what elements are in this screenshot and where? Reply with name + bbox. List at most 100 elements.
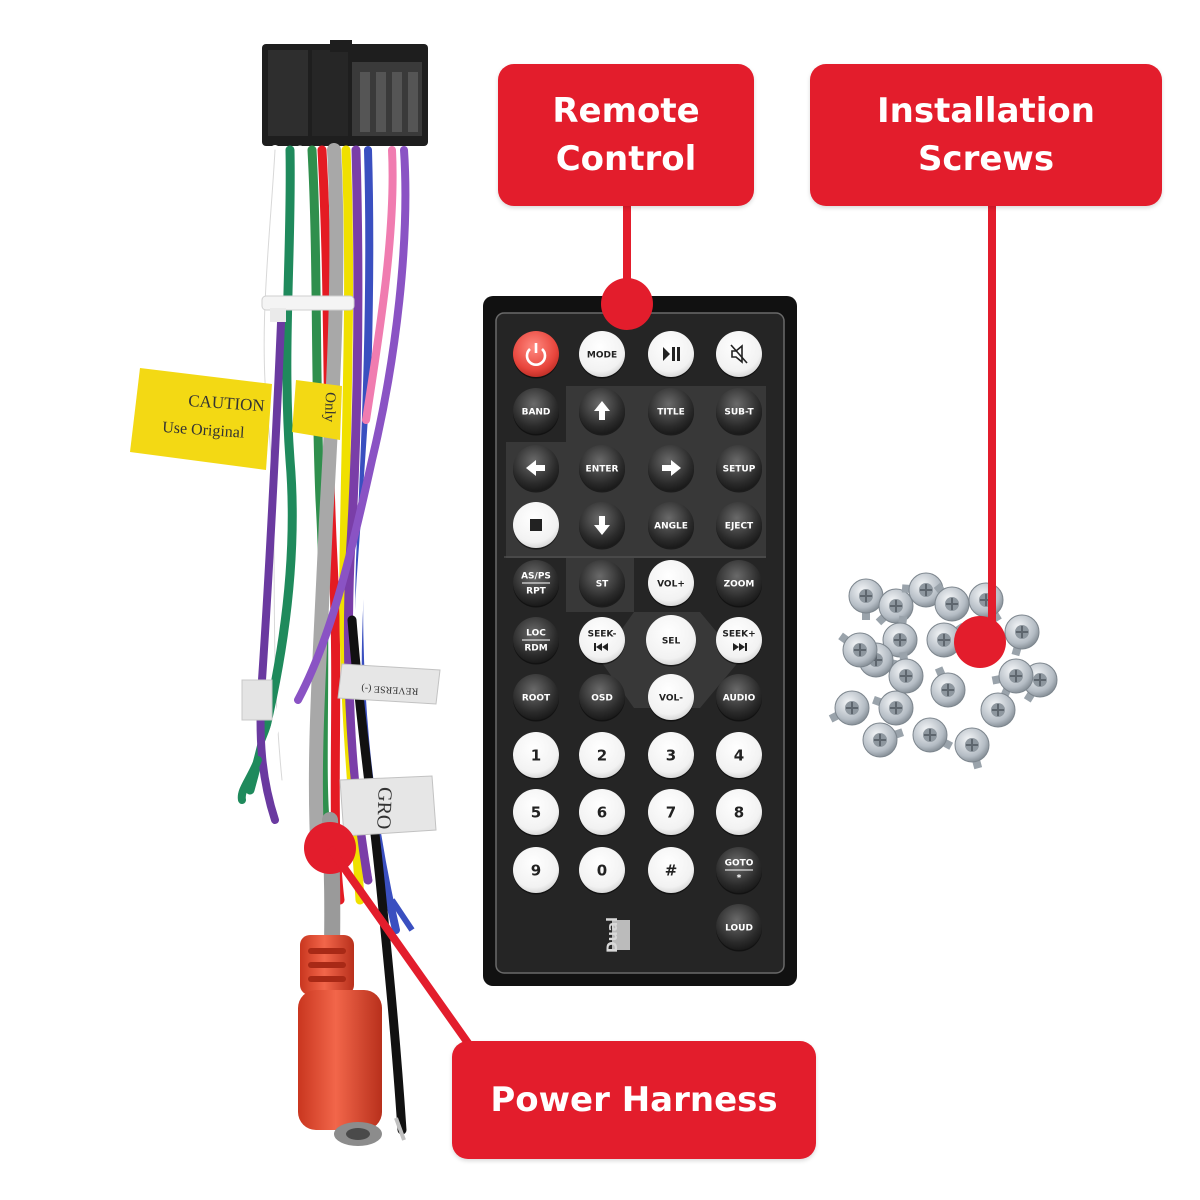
callout-power-line1: Power Harness bbox=[490, 1080, 778, 1120]
remote-label-zoom: ZOOM bbox=[724, 580, 755, 590]
remote-button-band[interactable]: BAND bbox=[513, 388, 559, 436]
remote-label-rdm: RDM bbox=[524, 644, 547, 654]
remote-label-hash: # bbox=[665, 862, 678, 880]
remote-button-root[interactable]: ROOT bbox=[513, 674, 559, 722]
callout-screws-line1: Installation bbox=[876, 91, 1095, 131]
remote-button-mute[interactable] bbox=[716, 331, 762, 379]
remote-label-goto: GOTO bbox=[725, 859, 754, 869]
remote-brand-logo: Dual bbox=[605, 917, 621, 953]
screw bbox=[930, 666, 966, 708]
remote-label-n5: 5 bbox=[531, 804, 541, 822]
remote-label-sel: SEL bbox=[662, 637, 681, 647]
remote-label-audio: AUDIO bbox=[723, 694, 756, 704]
remote-button-n2[interactable]: 2 bbox=[579, 732, 625, 780]
remote-label-angle: ANGLE bbox=[654, 522, 688, 532]
ground-tag-text: GRO bbox=[372, 787, 395, 830]
harness-connector bbox=[262, 40, 428, 146]
callout-power-harness: Power Harness bbox=[452, 1041, 816, 1159]
remote-label-subt: SUB-T bbox=[724, 408, 754, 418]
screw bbox=[980, 686, 1016, 728]
zip-tie bbox=[261, 295, 355, 311]
screw bbox=[901, 572, 944, 608]
callout-remote-line2: Control bbox=[555, 139, 697, 179]
skip-forward-icon bbox=[733, 643, 747, 651]
remote-button-voldown[interactable]: VOL- bbox=[648, 674, 694, 722]
remote-button-enter[interactable]: ENTER bbox=[579, 445, 625, 493]
remote-button-n9[interactable]: 9 bbox=[513, 847, 559, 895]
reverse-tag: REVERSE (-) bbox=[241, 663, 441, 721]
remote-control: Dual MODE BAND TITLE SUB-T ENTER SETUP ANGLE EJ… bbox=[483, 296, 797, 986]
remote-button-seekdown[interactable]: SEEK- bbox=[579, 617, 625, 665]
screw bbox=[888, 651, 924, 694]
remote-label-asps: AS/PS bbox=[521, 572, 551, 582]
remote-button-down[interactable] bbox=[579, 502, 625, 550]
arrow-down-icon bbox=[594, 516, 610, 535]
ground-tag: GRO bbox=[339, 775, 437, 837]
remote-label-st: ST bbox=[596, 580, 609, 590]
remote-button-zoom[interactable]: ZOOM bbox=[716, 560, 762, 608]
remote-label-seekup: SEEK+ bbox=[722, 630, 755, 640]
remote-label-n3: 3 bbox=[666, 747, 676, 765]
remote-button-goto[interactable]: GOTO * bbox=[716, 847, 762, 895]
remote-button-hash[interactable]: # bbox=[648, 847, 694, 895]
power-harness: CAUTION Use Original Only REVERSE (-) GR… bbox=[130, 40, 484, 1146]
remote-button-subt[interactable]: SUB-T bbox=[716, 388, 762, 436]
remote-button-right[interactable] bbox=[648, 445, 694, 493]
remote-button-seekup[interactable]: SEEK+ bbox=[716, 617, 762, 665]
screw bbox=[838, 632, 878, 668]
remote-label-mode: MODE bbox=[587, 351, 617, 361]
remote-label-n0: 0 bbox=[597, 862, 607, 880]
screw bbox=[1004, 614, 1040, 657]
mute-icon bbox=[730, 344, 748, 364]
remote-label-n8: 8 bbox=[734, 804, 744, 822]
arrow-left-icon bbox=[526, 460, 545, 476]
remote-label-loud: LOUD bbox=[725, 924, 753, 934]
rca-plug bbox=[298, 935, 382, 1146]
remote-button-n7[interactable]: 7 bbox=[648, 789, 694, 837]
screw bbox=[872, 690, 914, 726]
installation-screws bbox=[828, 572, 1058, 770]
remote-label-setup: SETUP bbox=[723, 465, 756, 475]
remote-label-n6: 6 bbox=[597, 804, 607, 822]
remote-button-osd[interactable]: OSD bbox=[579, 674, 625, 722]
remote-button-play[interactable] bbox=[648, 331, 694, 379]
reverse-tag-text: REVERSE (-) bbox=[361, 683, 418, 697]
remote-button-power[interactable] bbox=[513, 331, 559, 379]
power-harness-leader bbox=[326, 845, 484, 1063]
remote-button-sel[interactable]: SEL bbox=[646, 615, 696, 667]
remote-button-audio[interactable]: AUDIO bbox=[716, 674, 762, 722]
remote-label-n2: 2 bbox=[597, 747, 607, 765]
remote-button-n4[interactable]: 4 bbox=[716, 732, 762, 780]
screw bbox=[875, 588, 914, 626]
remote-label-star: * bbox=[737, 874, 742, 884]
remote-button-up[interactable] bbox=[579, 388, 625, 436]
remote-button-angle[interactable]: ANGLE bbox=[648, 502, 694, 550]
arrow-right-icon bbox=[662, 460, 681, 476]
remote-button-setup[interactable]: SETUP bbox=[716, 445, 762, 493]
screw bbox=[828, 690, 870, 726]
remote-button-n0[interactable]: 0 bbox=[579, 847, 625, 895]
arrow-up-icon bbox=[594, 401, 610, 420]
remote-button-n5[interactable]: 5 bbox=[513, 789, 559, 837]
remote-button-n8[interactable]: 8 bbox=[716, 789, 762, 837]
remote-button-n3[interactable]: 3 bbox=[648, 732, 694, 780]
remote-button-st[interactable]: ST bbox=[579, 560, 625, 608]
remote-button-eject[interactable]: EJECT bbox=[716, 502, 762, 550]
remote-button-loud[interactable]: LOUD bbox=[716, 904, 762, 952]
callout-installation-screws: Installation Screws bbox=[810, 64, 1162, 206]
remote-label-eject: EJECT bbox=[725, 522, 754, 532]
remote-button-title[interactable]: TITLE bbox=[648, 388, 694, 436]
remote-button-n1[interactable]: 1 bbox=[513, 732, 559, 780]
remote-pin bbox=[601, 278, 653, 330]
remote-button-n6[interactable]: 6 bbox=[579, 789, 625, 837]
remote-button-stop[interactable] bbox=[513, 502, 559, 550]
remote-button-left[interactable] bbox=[513, 445, 559, 493]
remote-button-volup[interactable]: VOL+ bbox=[648, 560, 694, 608]
screws-pin bbox=[954, 616, 1006, 668]
remote-label-band: BAND bbox=[522, 408, 551, 418]
screw bbox=[862, 722, 904, 758]
remote-button-mode[interactable]: MODE bbox=[579, 331, 625, 379]
